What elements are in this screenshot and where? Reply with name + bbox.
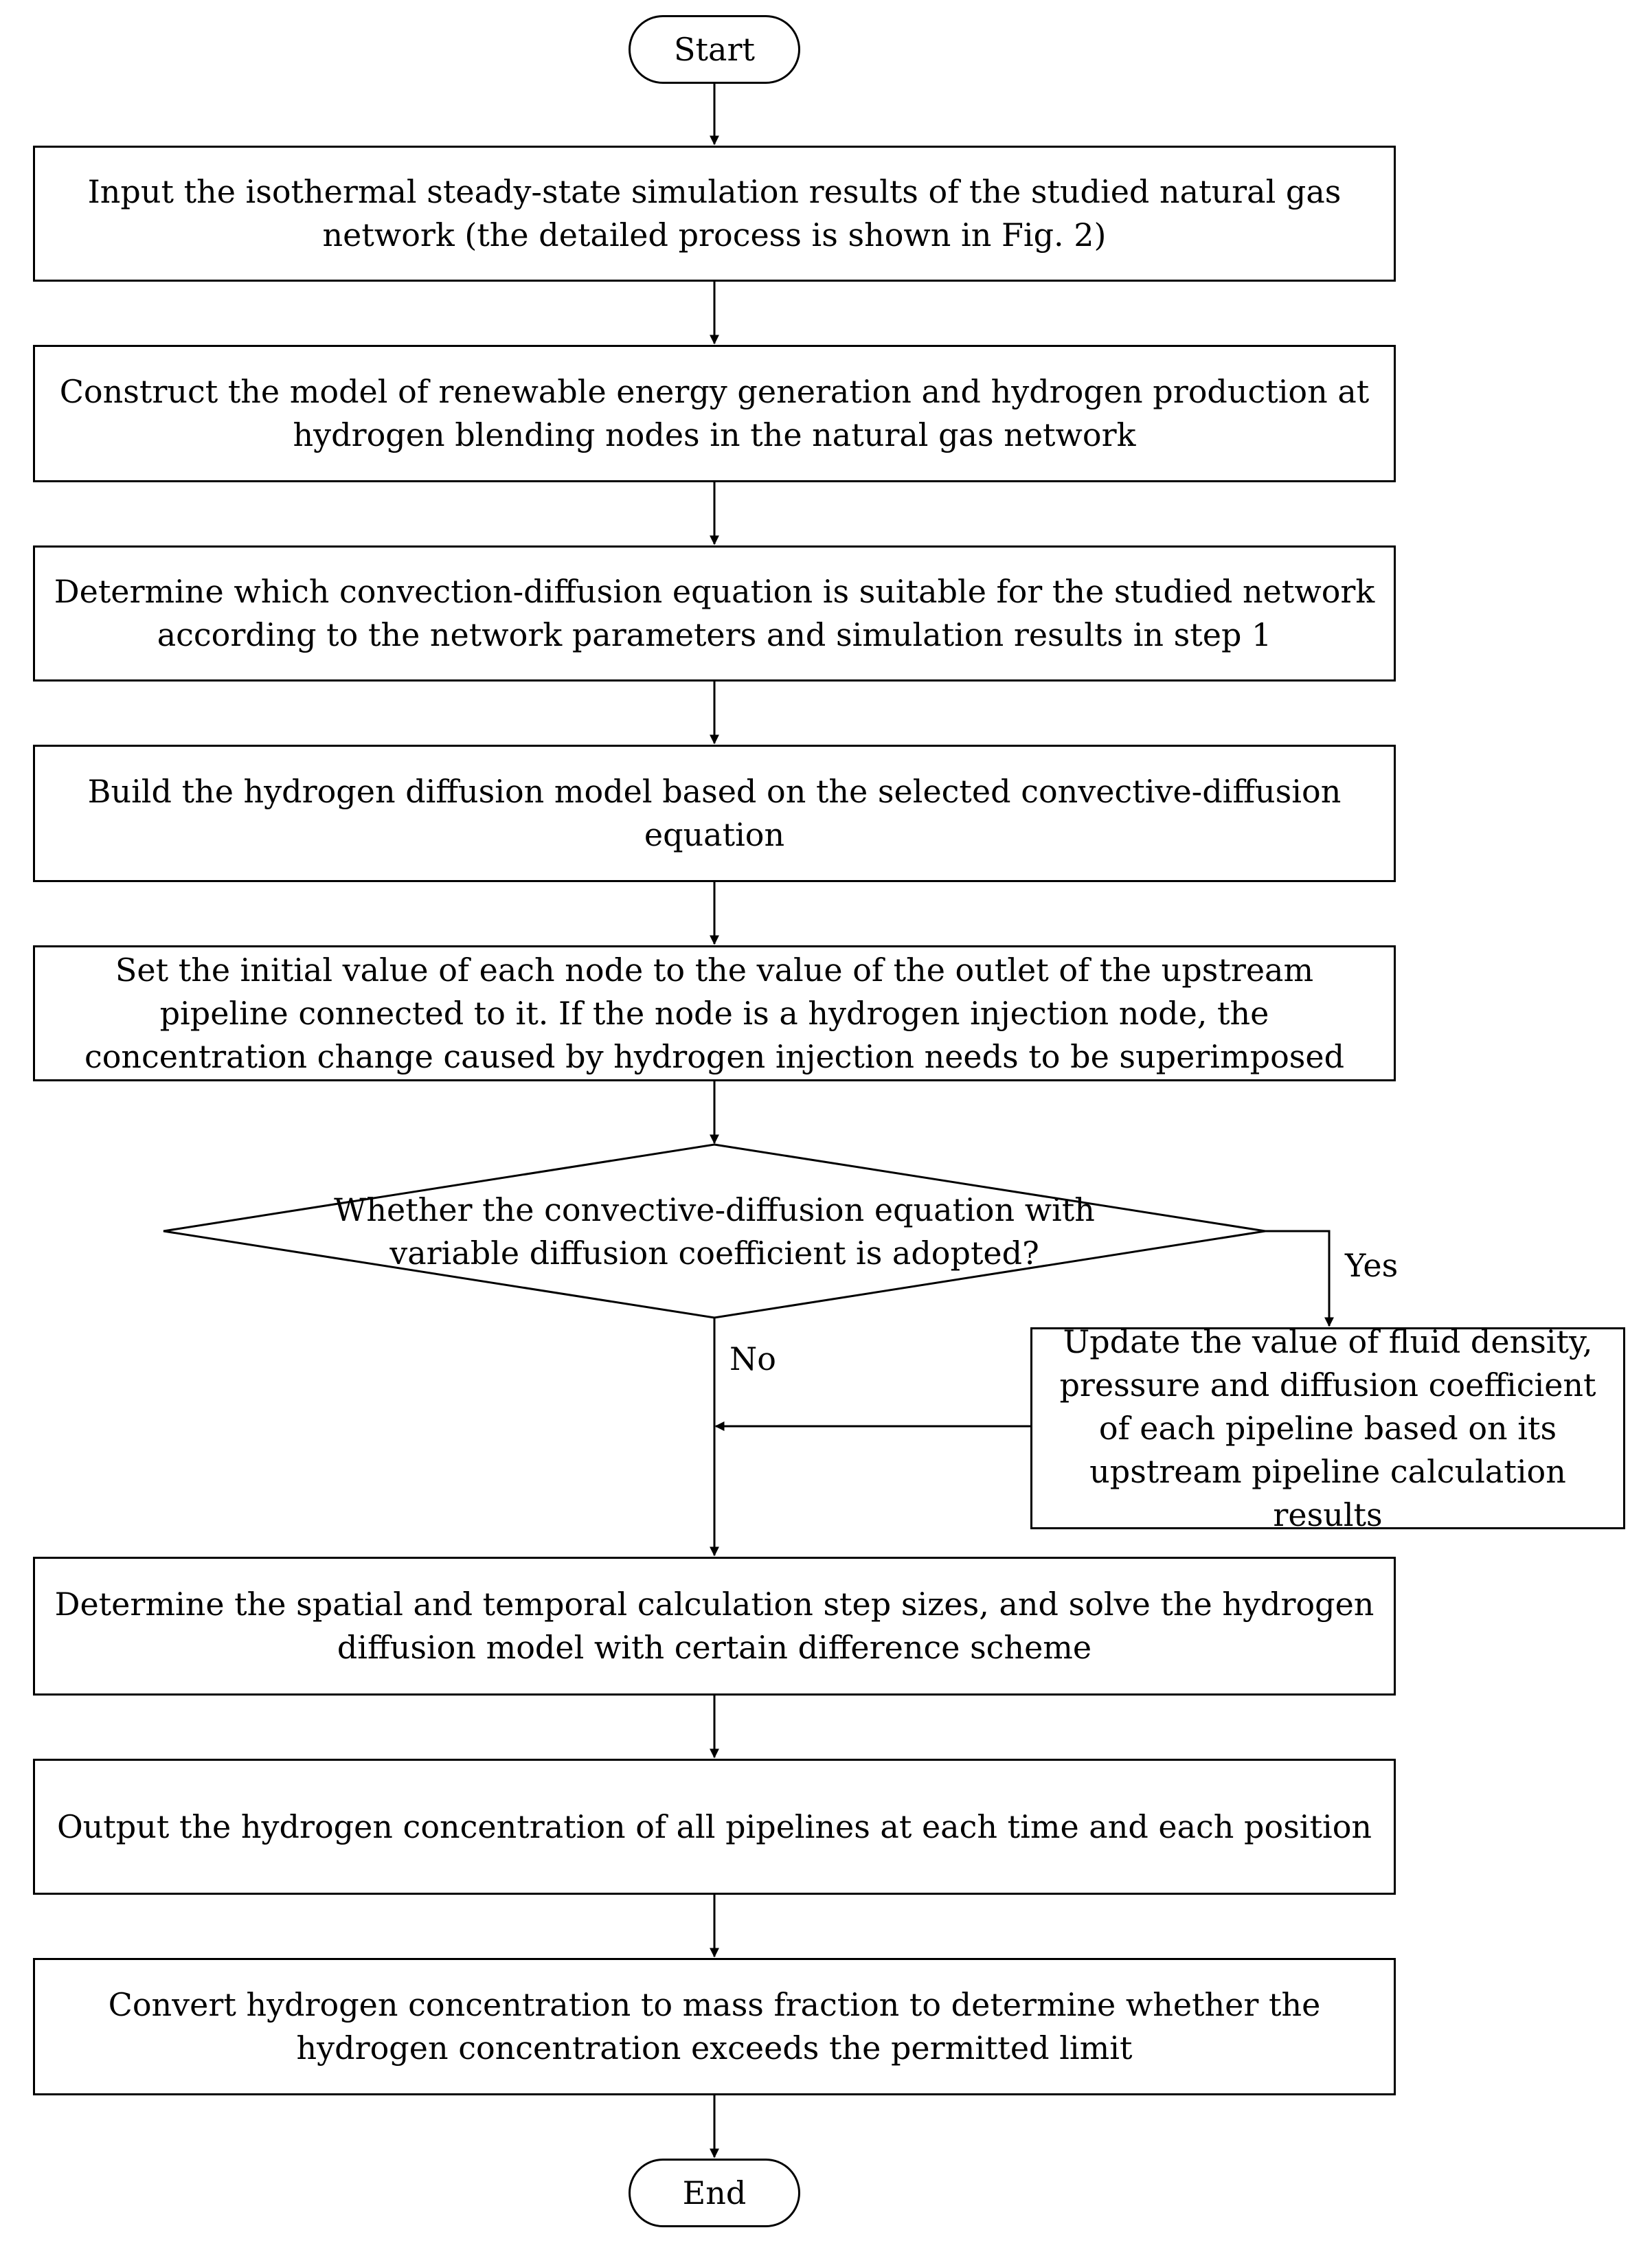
step-7-text: Output the hydrogen concentration of all… xyxy=(56,1808,1372,1845)
step-2-box: Construct the model of renewable energy … xyxy=(33,345,1396,482)
step-7-box: Output the hydrogen concentration of all… xyxy=(33,1759,1396,1895)
arrow-decision-yes xyxy=(1265,1230,1334,1327)
decision-question: Whether the convective-diffusion equatio… xyxy=(334,1191,1095,1272)
no-label: No xyxy=(729,1340,776,1377)
step-4-text: Build the hydrogen diffusion model based… xyxy=(87,773,1342,853)
step-1-text: Input the isothermal steady-state simula… xyxy=(87,173,1342,254)
step-6-text: Determine the spatial and temporal calcu… xyxy=(54,1586,1374,1666)
end-terminal: End xyxy=(629,2159,800,2227)
end-label: End xyxy=(682,2174,747,2211)
update-parameters-text: Update the value of fluid density, press… xyxy=(1059,1322,1596,1533)
step-5-text: Set the initial value of each node to th… xyxy=(84,951,1345,1075)
start-terminal: Start xyxy=(629,15,800,84)
step-5-box: Set the initial value of each node to th… xyxy=(33,945,1396,1081)
step-3-box: Determine which convection-diffusion equ… xyxy=(33,545,1396,682)
step-8-box: Convert hydrogen concentration to mass f… xyxy=(33,1958,1396,2095)
step-2-text: Construct the model of renewable energy … xyxy=(59,373,1370,453)
step-4-box: Build the hydrogen diffusion model based… xyxy=(33,745,1396,882)
start-label: Start xyxy=(674,30,755,68)
step-8-text: Convert hydrogen concentration to mass f… xyxy=(108,1986,1321,2067)
step-3-text: Determine which convection-diffusion equ… xyxy=(54,573,1375,653)
step-6-box: Determine the spatial and temporal calcu… xyxy=(33,1557,1396,1696)
update-parameters-box: Update the value of fluid density, press… xyxy=(1030,1323,1625,1533)
step-1-box: Input the isothermal steady-state simula… xyxy=(33,146,1396,282)
yes-label: Yes xyxy=(1345,1247,1399,1284)
